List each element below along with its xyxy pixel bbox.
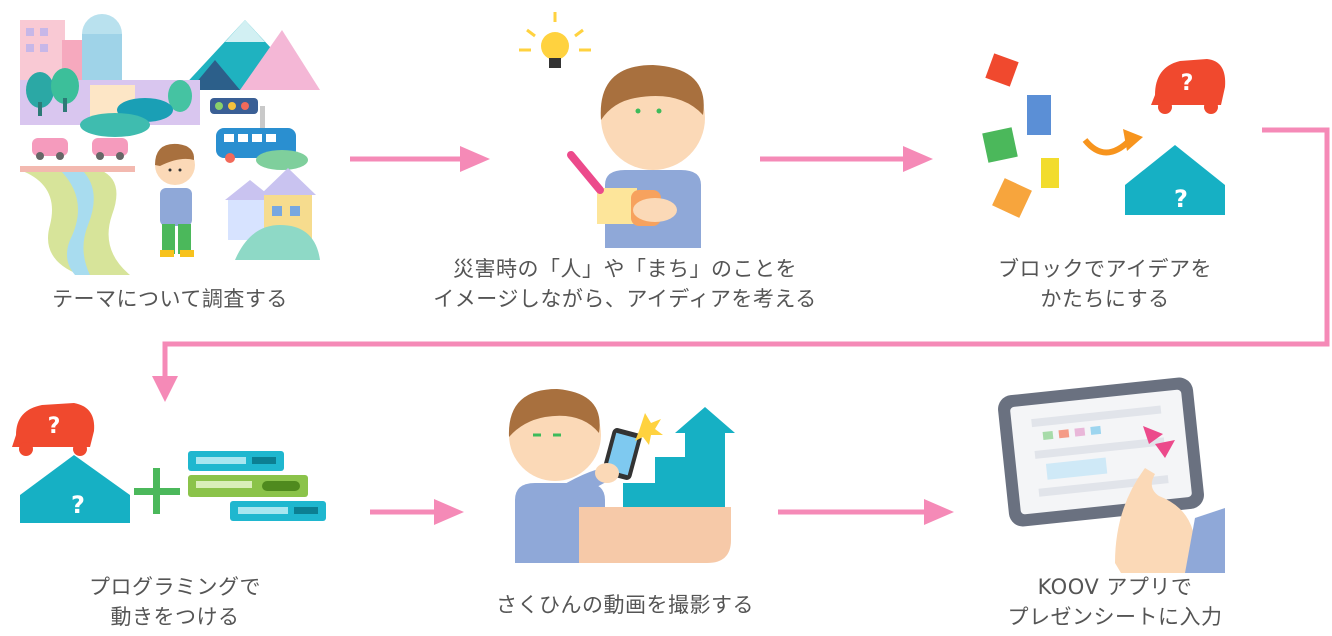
step-present-caption: KOOV アプリで プレゼンシートに入力 <box>960 572 1270 632</box>
caption-line: プログラミングで <box>89 575 261 599</box>
blocks-illustration: ? ? <box>982 53 1226 218</box>
arrow-1-to-2 <box>350 146 490 172</box>
caption-line: イメージしながら、アイディアを考える <box>433 287 817 311</box>
arrow-4-to-5 <box>370 499 464 525</box>
lightbulb-icon <box>519 12 591 68</box>
svg-text:?: ? <box>71 491 85 519</box>
step-imagine-caption: 災害時の「人」や「まち」のことを イメージしながら、アイディアを考える <box>430 254 820 314</box>
arrow-3-to-4 <box>152 127 1330 402</box>
caption-line: かたちにする <box>1040 287 1170 311</box>
tablet-app-illustration <box>998 377 1225 573</box>
caption-line: テーマについて調査する <box>52 287 288 311</box>
step-build-caption: ブロックでアイデアを かたちにする <box>960 254 1250 314</box>
svg-text:?: ? <box>1174 185 1188 213</box>
svg-text:?: ? <box>1181 71 1194 96</box>
caption-line: プレゼンシートに入力 <box>1007 605 1223 629</box>
city-research-illustration <box>20 14 320 275</box>
step-film-caption: さくひんの動画を撮影する <box>450 590 800 620</box>
step-program-caption: プログラミングで 動きをつける <box>30 572 320 632</box>
svg-text:?: ? <box>48 414 61 439</box>
caption-line: 災害時の「人」や「まち」のことを <box>453 257 797 281</box>
smartphone-filming-illustration <box>508 389 735 563</box>
code-blocks-illustration: ? ? <box>12 403 326 523</box>
caption-line: ブロックでアイデアを <box>998 257 1212 281</box>
idea-lightbulb-illustration <box>519 12 705 248</box>
arrow-2-to-3 <box>760 146 933 172</box>
caption-line: 動きをつける <box>110 605 240 629</box>
caption-line: KOOV アプリで <box>1037 575 1193 599</box>
caption-line: さくひんの動画を撮影する <box>496 593 754 617</box>
step-research-caption: テーマについて調査する <box>20 284 320 314</box>
arrow-5-to-6 <box>778 499 954 525</box>
